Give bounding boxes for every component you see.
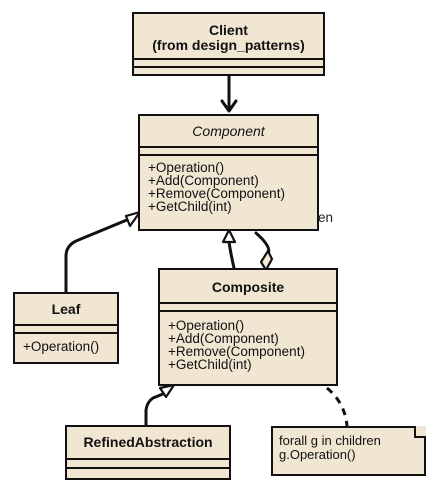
note-line2: g.Operation(): [279, 447, 356, 462]
composite-op-remove: +Remove(Component): [168, 344, 305, 359]
component-op-remove: +Remove(Component): [148, 186, 285, 201]
component-op-getchild: +GetChild(int): [148, 199, 232, 214]
leaf-attributes-section: [15, 326, 117, 334]
composite-class-name: Composite: [160, 270, 336, 304]
refined-abstraction-class[interactable]: RefinedAbstraction: [65, 425, 231, 480]
refined-attributes-section: [67, 460, 229, 469]
association-arrowhead: [220, 99, 238, 113]
component-op-add: +Add(Component): [148, 173, 259, 188]
component-op-operation: +Operation(): [148, 160, 225, 175]
operation-note[interactable]: forall g in children g.Operation(): [271, 426, 426, 476]
composite-attributes-section: [160, 304, 336, 312]
refined-operations-section: [67, 469, 229, 477]
client-name-line1: Client: [209, 22, 248, 38]
composite-class[interactable]: Composite +Operation() +Add(Component) +…: [158, 268, 338, 386]
composite-operations: +Operation() +Add(Component) +Remove(Com…: [160, 312, 336, 373]
refined-generalization-line: [144, 392, 165, 427]
note-anchor-line: [326, 386, 349, 427]
leaf-generalization-arrowhead: [124, 210, 142, 228]
client-operations-section: [134, 68, 323, 74]
client-class[interactable]: Client (from design_patterns): [132, 12, 325, 76]
leaf-class-name: Leaf: [15, 294, 117, 326]
leaf-generalization-line: [64, 215, 136, 294]
client-name-line2: (from design_patterns): [152, 37, 305, 53]
component-operations: +Operation() +Add(Component) +Remove(Com…: [140, 156, 317, 215]
component-attributes-section: [140, 148, 317, 156]
note-line1: forall g in children: [279, 433, 381, 448]
refined-generalization-arrowhead: [158, 383, 176, 399]
component-class[interactable]: Component +Operation() +Add(Component) +…: [138, 114, 319, 231]
client-attributes-section: [134, 60, 323, 68]
composite-op-getchild: +GetChild(int): [168, 357, 252, 372]
composite-op-operation: +Operation(): [168, 318, 245, 333]
client-class-name: Client (from design_patterns): [134, 14, 323, 60]
note-folded-corner: [414, 426, 426, 438]
composite-op-add: +Add(Component): [168, 331, 279, 346]
component-class-name: Component: [140, 116, 317, 148]
refined-abstraction-class-name: RefinedAbstraction: [67, 427, 229, 460]
leaf-class[interactable]: Leaf +Operation(): [13, 292, 119, 364]
composite-generalization-line: [227, 240, 236, 270]
leaf-operations: +Operation(): [15, 334, 117, 355]
composite-generalization-arrowhead: [221, 228, 237, 244]
association-role-label: en: [318, 210, 334, 225]
leaf-op-operation: +Operation(): [23, 339, 100, 354]
